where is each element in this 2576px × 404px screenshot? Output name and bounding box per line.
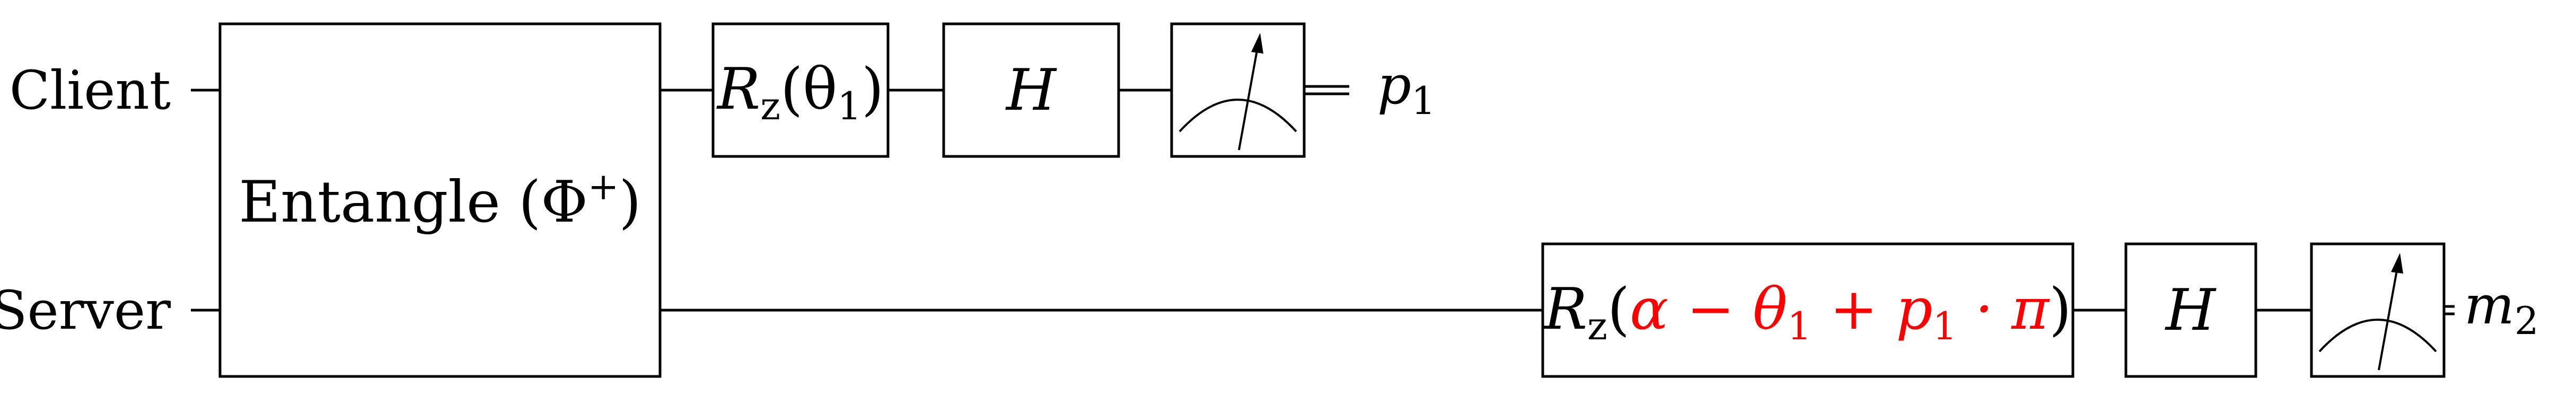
- measurement-client-dial-icon: [1179, 99, 1297, 133]
- rz-correction-gate-label: Rz(α − θ1 + p1 · π): [1543, 276, 2072, 348]
- entangle-gate-label: Entangle (Φ+): [239, 165, 641, 235]
- rz-theta-gate-label: Rz(θ1): [716, 56, 884, 128]
- hadamard-gate-server-label: H: [2165, 277, 2217, 344]
- hadamard-gate-client: [942, 22, 1120, 158]
- client-label: Client: [10, 59, 171, 121]
- client-output-p1: p1: [1377, 54, 1436, 123]
- measurement-client-arrowhead-icon: [1251, 33, 1263, 54]
- measurement-server-needle-icon: [2378, 267, 2398, 371]
- hadamard-gate-server: [2124, 242, 2257, 378]
- hadamard-gate-client-label: H: [1005, 57, 1057, 124]
- measurement-client: [1170, 22, 1306, 158]
- server-output-m2: m2: [2464, 274, 2539, 343]
- rz-theta-gate: [711, 22, 890, 158]
- rz-correction-gate: [1541, 242, 2074, 378]
- entangle-gate: [218, 22, 662, 378]
- measurement-server-arrowhead-icon: [2391, 253, 2403, 274]
- measurement-server: [2310, 242, 2446, 378]
- measurement-client-needle-icon: [1238, 47, 1259, 151]
- measurement-server-dial-icon: [2318, 319, 2437, 353]
- server-label: Server: [0, 279, 171, 341]
